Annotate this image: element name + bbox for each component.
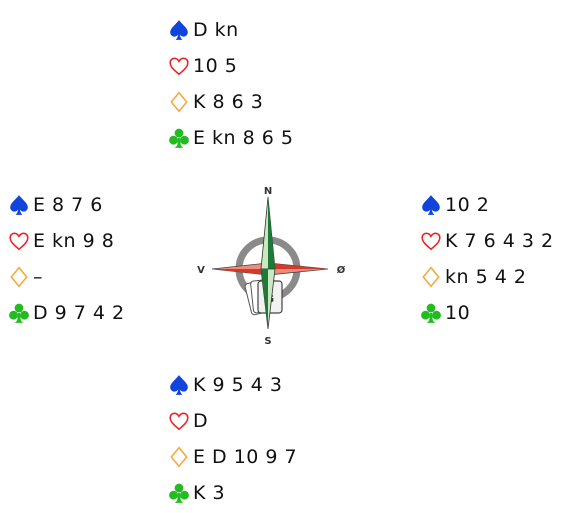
compass-west-label: V — [197, 265, 205, 276]
north-spades-row: D kn — [168, 12, 293, 48]
west-spades-cards: E 8 7 6 — [33, 194, 103, 216]
south-hearts-row: D — [168, 403, 297, 439]
west-clubs-row: D 9 7 4 2 — [8, 295, 125, 331]
east-diamonds-cards: kn 5 4 2 — [445, 266, 527, 288]
east-hearts-row: K 7 6 4 3 2 — [420, 223, 554, 259]
west-spades-row: E 8 7 6 — [8, 187, 125, 223]
east-spades-row: 10 2 — [420, 187, 554, 223]
diamond-icon — [420, 266, 442, 288]
heart-icon — [168, 55, 190, 77]
east-spades-cards: 10 2 — [445, 194, 490, 216]
hand-east: 10 2 K 7 6 4 3 2 kn 5 4 2 10 — [420, 187, 554, 331]
north-diamonds-row: K 8 6 3 — [168, 84, 293, 120]
north-clubs-row: E kn 8 6 5 — [168, 120, 293, 156]
north-spades-cards: D kn — [193, 19, 239, 41]
hand-north: D kn 10 5 K 8 6 3 E kn 8 6 5 — [168, 12, 293, 156]
north-diamonds-cards: K 8 6 3 — [193, 91, 264, 113]
diamond-icon — [8, 266, 30, 288]
south-diamonds-row: E D 10 9 7 — [168, 439, 297, 475]
south-clubs-row: K 3 — [168, 475, 297, 511]
compass-rose-icon: G N S V Ø — [197, 186, 346, 347]
west-hearts-cards: E kn 9 8 — [33, 230, 115, 252]
east-diamonds-row: kn 5 4 2 — [420, 259, 554, 295]
east-clubs-cards: 10 — [445, 302, 471, 324]
compass-east-label: Ø — [337, 264, 346, 276]
east-clubs-row: 10 — [420, 295, 554, 331]
north-clubs-cards: E kn 8 6 5 — [193, 127, 294, 149]
south-clubs-cards: K 3 — [193, 482, 226, 504]
south-hearts-cards: D — [193, 410, 209, 432]
hand-south: K 9 5 4 3 D E D 10 9 7 K 3 — [168, 367, 297, 511]
spade-icon — [420, 194, 442, 216]
south-spades-row: K 9 5 4 3 — [168, 367, 297, 403]
heart-icon — [8, 230, 30, 252]
spade-icon — [168, 19, 190, 41]
heart-icon — [420, 230, 442, 252]
west-clubs-cards: D 9 7 4 2 — [33, 302, 125, 324]
diamond-icon — [168, 446, 190, 468]
south-spades-cards: K 9 5 4 3 — [193, 374, 283, 396]
club-icon — [8, 302, 30, 324]
south-diamonds-cards: E D 10 9 7 — [193, 446, 298, 468]
hand-west: E 8 7 6 E kn 9 8 – D 9 7 4 2 — [8, 187, 125, 331]
west-diamonds-cards: – — [33, 266, 43, 288]
compass-north-label: N — [264, 186, 272, 197]
heart-icon — [168, 410, 190, 432]
club-icon — [168, 482, 190, 504]
west-diamonds-row: – — [8, 259, 125, 295]
diamond-icon — [168, 91, 190, 113]
west-hearts-row: E kn 9 8 — [8, 223, 125, 259]
east-hearts-cards: K 7 6 4 3 2 — [445, 230, 554, 252]
club-icon — [168, 127, 190, 149]
north-hearts-cards: 10 5 — [193, 55, 238, 77]
north-hearts-row: 10 5 — [168, 48, 293, 84]
club-icon — [420, 302, 442, 324]
spade-icon — [168, 374, 190, 396]
compass-south-label: S — [264, 336, 271, 347]
spade-icon — [8, 194, 30, 216]
